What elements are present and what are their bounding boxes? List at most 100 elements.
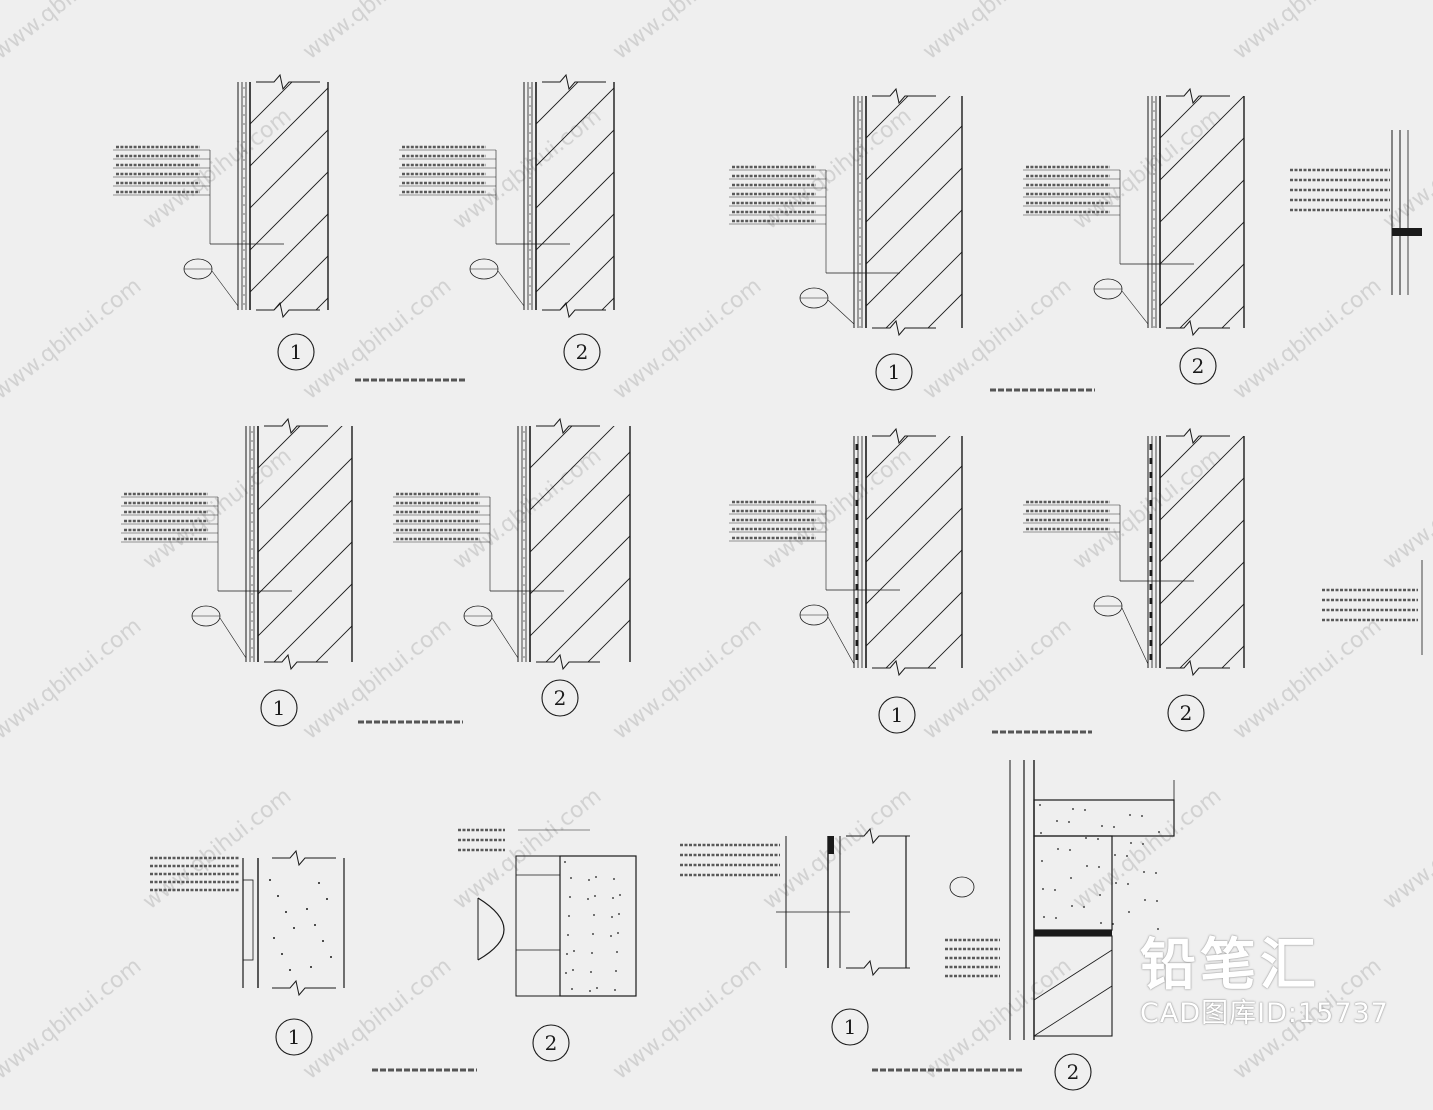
mortar-dot [523,539,525,541]
mortar-dot [523,566,525,568]
mortar-dot [251,638,253,640]
detail-number: 2 [576,340,589,364]
watermark-text: www.qbihui.com [138,104,296,235]
detail-number: 1 [273,696,286,720]
concrete-dot [570,877,572,879]
sealant-block [828,836,834,854]
concrete-dot [1085,837,1087,839]
mortar-dot [529,240,531,242]
mortar-dot [1153,110,1155,112]
mortar-dot [523,449,525,451]
mortar-dot [529,114,531,116]
mesh-dot [855,584,859,590]
mesh-dot [855,556,859,562]
concrete-dot [1057,848,1059,850]
hatch-line [1033,985,1113,1037]
hatch-line [258,426,343,511]
mortar-dot [251,566,253,568]
break-line-mark [872,427,936,445]
hatch-line [1160,477,1244,563]
mesh-dot [1149,654,1153,660]
mortar-dot [1153,119,1155,121]
concrete-dot [614,989,616,991]
mortar-dot [523,494,525,496]
brand-name: 铅笔汇 [1140,933,1320,998]
mortar-dot [243,258,245,260]
concrete-dot [277,895,279,897]
mesh-dot [855,444,859,450]
concrete-column [559,855,637,997]
mortar-dot [1153,272,1155,274]
masonry-hatch [866,96,962,328]
break-line-mark [264,417,328,435]
drawing-line [827,616,855,665]
mortar-dot [859,281,861,283]
hatch-line [250,171,328,251]
mesh-dot [1149,444,1153,450]
mortar-dot [243,231,245,233]
mortar-dot [251,629,253,631]
watermark-text: www.qbihui.com [0,614,146,745]
concrete-dot [594,895,596,897]
break-line-mark [536,653,600,671]
mesh-dot [855,612,859,618]
mortar-dot [243,87,245,89]
hatch-line [530,493,630,595]
mortar-dot [251,458,253,460]
break-line-mark [272,849,336,867]
mortar-dot [859,155,861,157]
hatch-line [536,82,537,83]
mesh-dot [855,528,859,534]
mortar-dot [1153,281,1155,283]
mortar-dot [859,227,861,229]
mortar-dot [243,294,245,296]
hatch-line [866,549,962,647]
detail-number-circle [277,333,315,371]
watermark-text: www.qbihui.com [1228,0,1386,65]
hatch-line [866,96,951,181]
hatch-line [1179,603,1244,668]
mortar-dot [243,159,245,161]
break-line-mark [1166,427,1230,445]
mortar-dot [1153,146,1155,148]
concrete-dot [1157,928,1159,930]
concrete-dot [1070,877,1072,879]
hatch-line [866,507,962,605]
watermark-text: www.qbihui.com [918,954,1076,1085]
bond-beam [1034,930,1112,936]
mortar-dot [1153,236,1155,238]
mortar-dot [523,656,525,658]
mortar-dot [859,128,861,130]
detail-number: 1 [888,360,901,384]
mortar-dot [859,218,861,220]
hatch-line [530,451,630,553]
mortar-dot [251,548,253,550]
mortar-dot [251,584,253,586]
mesh-dot [1149,570,1153,576]
mortar-dot [251,530,253,532]
mortar-dot [523,440,525,442]
concrete-dot [615,970,617,972]
mesh-dot [1149,458,1153,464]
concrete-dot [289,969,291,971]
concrete-dot [1143,871,1145,873]
concrete-dot [596,987,598,989]
break-line-mark [1166,659,1230,677]
mortar-dot [529,303,531,305]
mortar-dot [523,458,525,460]
concrete-dot [1054,889,1056,891]
watermark-layer: www.qbihui.com www.qbihui.com www.qbihui.c… [0,0,1433,1085]
watermark-text: www.qbihui.com [0,274,146,405]
concrete-dot [571,988,573,990]
concrete-dot [569,896,571,898]
mortar-dot [1153,128,1155,130]
watermark-text: www.qbihui.com [0,954,146,1085]
mesh-dot [855,514,859,520]
hatch-line [258,541,352,637]
mortar-dot [529,276,531,278]
concrete-dot [595,876,597,878]
break-line-mark [872,87,936,105]
concrete-dot [589,990,591,992]
mesh-dot [855,626,859,632]
